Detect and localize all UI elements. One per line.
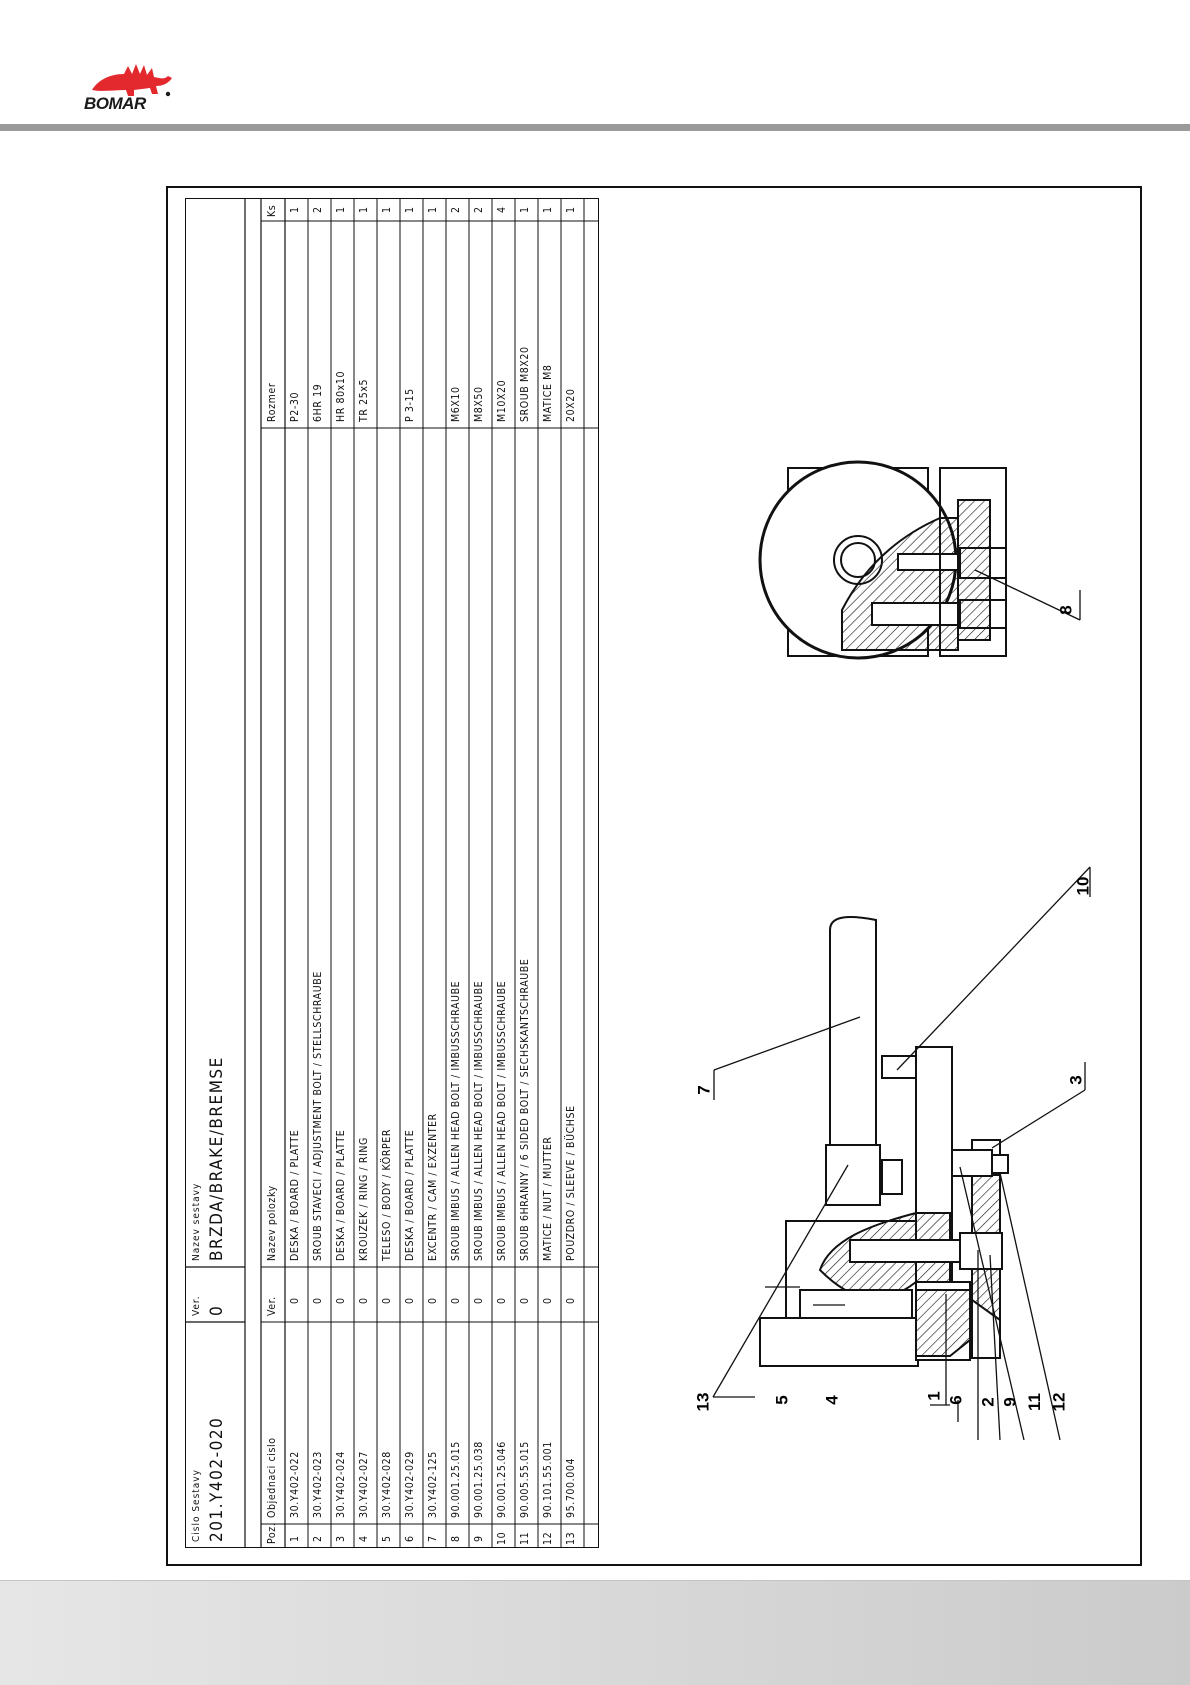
drawing-sheet: Cislo Sestavy 201.Y402-020 Ver. 0 Nazev …: [185, 198, 599, 1548]
footer-band: [0, 1580, 1190, 1685]
callout-8: 8: [1056, 605, 1076, 615]
callout-12: 12: [1049, 1392, 1069, 1412]
stegosaurus-icon: [92, 64, 172, 97]
callout-9: 9: [1000, 1397, 1020, 1407]
end-view: [758, 460, 1081, 660]
callout-13: 13: [693, 1392, 713, 1412]
callout-11: 11: [1024, 1393, 1044, 1411]
parts-table-grid: [185, 198, 599, 1548]
callout-7: 7: [694, 1085, 714, 1095]
callout-6: 6: [946, 1395, 966, 1405]
logo-text: BOMAR: [84, 94, 146, 113]
header-rule: [0, 124, 1190, 131]
side-view: [712, 866, 1091, 1441]
company-logo: BOMAR: [84, 60, 180, 120]
callout-4: 4: [822, 1395, 842, 1405]
callout-10: 10: [1073, 876, 1093, 896]
callout-3: 3: [1066, 1075, 1086, 1085]
callout-5: 5: [772, 1395, 792, 1405]
callout-2: 2: [978, 1397, 998, 1407]
callout-1: 1: [924, 1391, 944, 1401]
drawing-frame: [166, 186, 1142, 1566]
